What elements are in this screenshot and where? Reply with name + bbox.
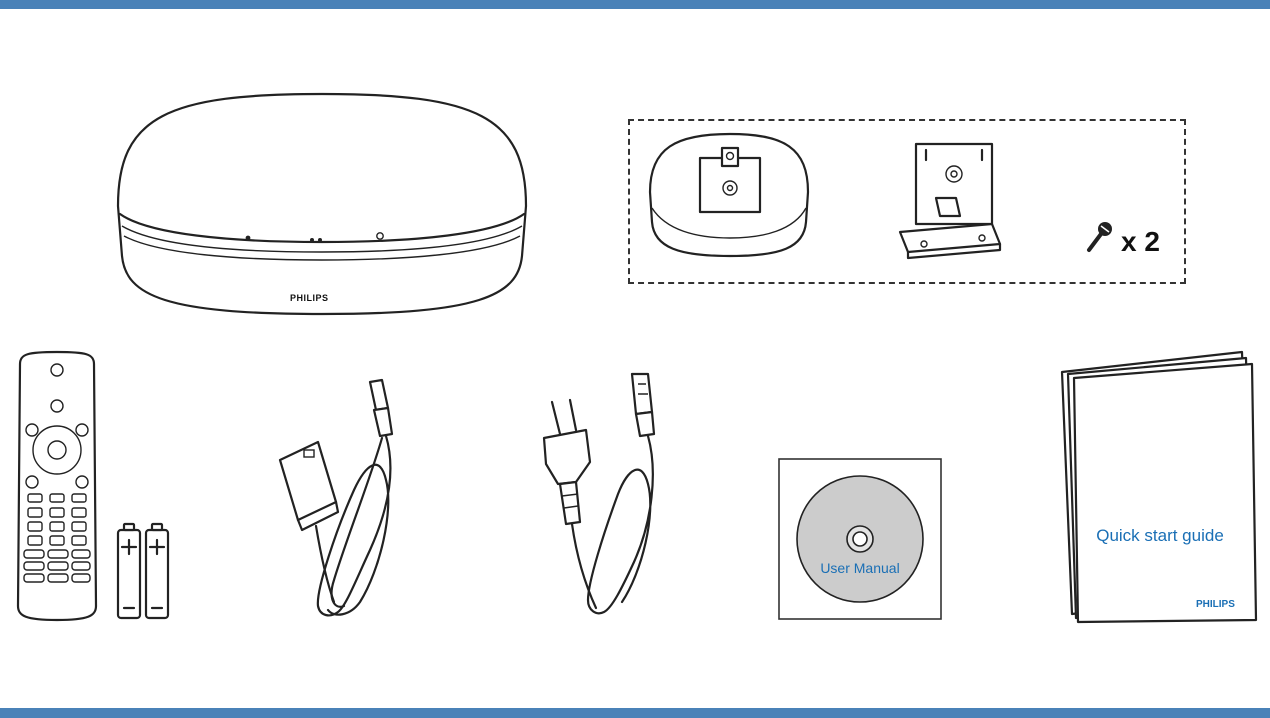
screw-quantity: x 2 [1121, 226, 1160, 257]
dc-power-adapter [276, 378, 416, 620]
screw-icon [1085, 220, 1115, 252]
user-manual-cd-sleeve [778, 458, 942, 620]
quick-start-guide-booklet [1060, 350, 1258, 624]
quick-start-guide-brand: PHILIPS [1196, 599, 1235, 610]
user-manual-label: User Manual [820, 560, 900, 576]
top-frame-bar [0, 0, 1270, 9]
ac-power-cord [538, 372, 668, 622]
speaker-unit [108, 86, 536, 322]
table-stand [646, 130, 812, 260]
remote-control [14, 350, 100, 622]
wall-bracket [896, 140, 1004, 264]
mount-kit-box [628, 119, 1186, 284]
quick-start-guide-title: Quick start guide [1096, 526, 1224, 545]
speaker-brand-logo: PHILIPS [290, 293, 329, 303]
batteries [114, 522, 172, 620]
bottom-frame-bar [0, 708, 1270, 718]
